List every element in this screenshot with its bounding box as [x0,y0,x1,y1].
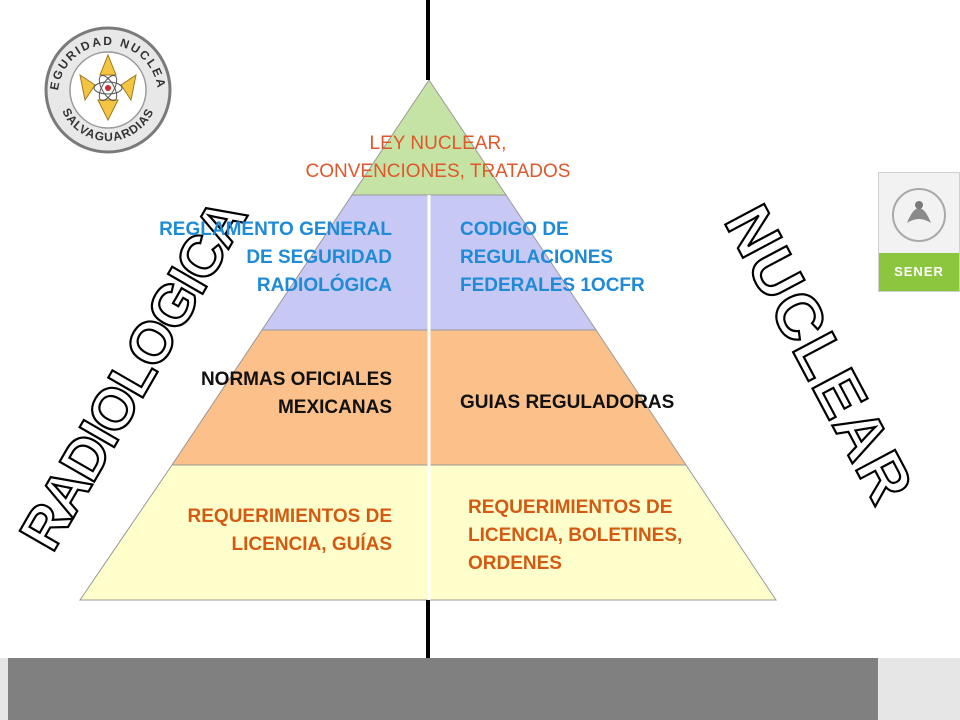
tier-3-left-line-2: MEXICANAS [277,397,392,418]
tier-1-line-2: CONVENCIONES, TRATADOS [305,161,571,182]
tier-1-line-1: LEY NUCLEAR, [369,133,507,154]
footer-corner [878,658,960,720]
tier-3-left-line-1: NORMAS OFICIALES [200,369,392,390]
tier-2-right-line-2: REGULACIONES [460,247,614,268]
seguridad-nuclear-logo: SEGURIDAD NUCLEAR SALVAGUARDIAS [0,0,172,154]
sener-label: SENER [894,264,944,279]
tier-2-right-line-3: FEDERALES 1OCFR [460,275,645,296]
tier-2-left-line-3: RADIOLÓGICA [256,275,392,296]
tier-2-left-label: REGLAMENTO GENERAL DE SEGURIDAD RADIOLÓG… [60,216,392,300]
footer-bar [0,658,878,720]
sener-logo: SENER [878,172,960,292]
footer-left-edge [0,658,8,720]
sener-emblem [879,173,959,253]
tier-4-right-label: REQUERIMIENTOS DE LICENCIA, BOLETINES, O… [468,494,768,578]
eagle-emblem-icon [892,188,946,242]
tier-3-left-label: NORMAS OFICIALES MEXICANAS [60,366,392,422]
tier-4-right-line-3: ORDENES [468,553,562,574]
tier-3-right-line-1: GUIAS REGULADORAS [460,392,675,413]
tier-2-left-line-1: REGLAMENTO GENERAL [159,219,392,240]
tier-4-right-line-1: REQUERIMIENTOS DE [468,497,673,518]
tier-3-right-label: GUIAS REGULADORAS [460,389,760,417]
tier-2-right-line-1: CODIGO DE [460,219,569,240]
tier-4-left-label: REQUERIMIENTOS DE LICENCIA, GUÍAS [60,503,392,559]
tier-4-right-line-2: LICENCIA, BOLETINES, [468,525,683,546]
tier-1-label: LEY NUCLEAR, CONVENCIONES, TRATADOS [268,130,608,186]
tier-4-left-line-1: REQUERIMIENTOS DE [187,506,392,527]
tier-4-left-line-2: LICENCIA, GUÍAS [231,534,392,555]
tier-2-right-label: CODIGO DE REGULACIONES FEDERALES 1OCFR [460,216,720,300]
sener-band [879,253,959,291]
tier-2-left-line-2: DE SEGURIDAD [246,247,392,268]
